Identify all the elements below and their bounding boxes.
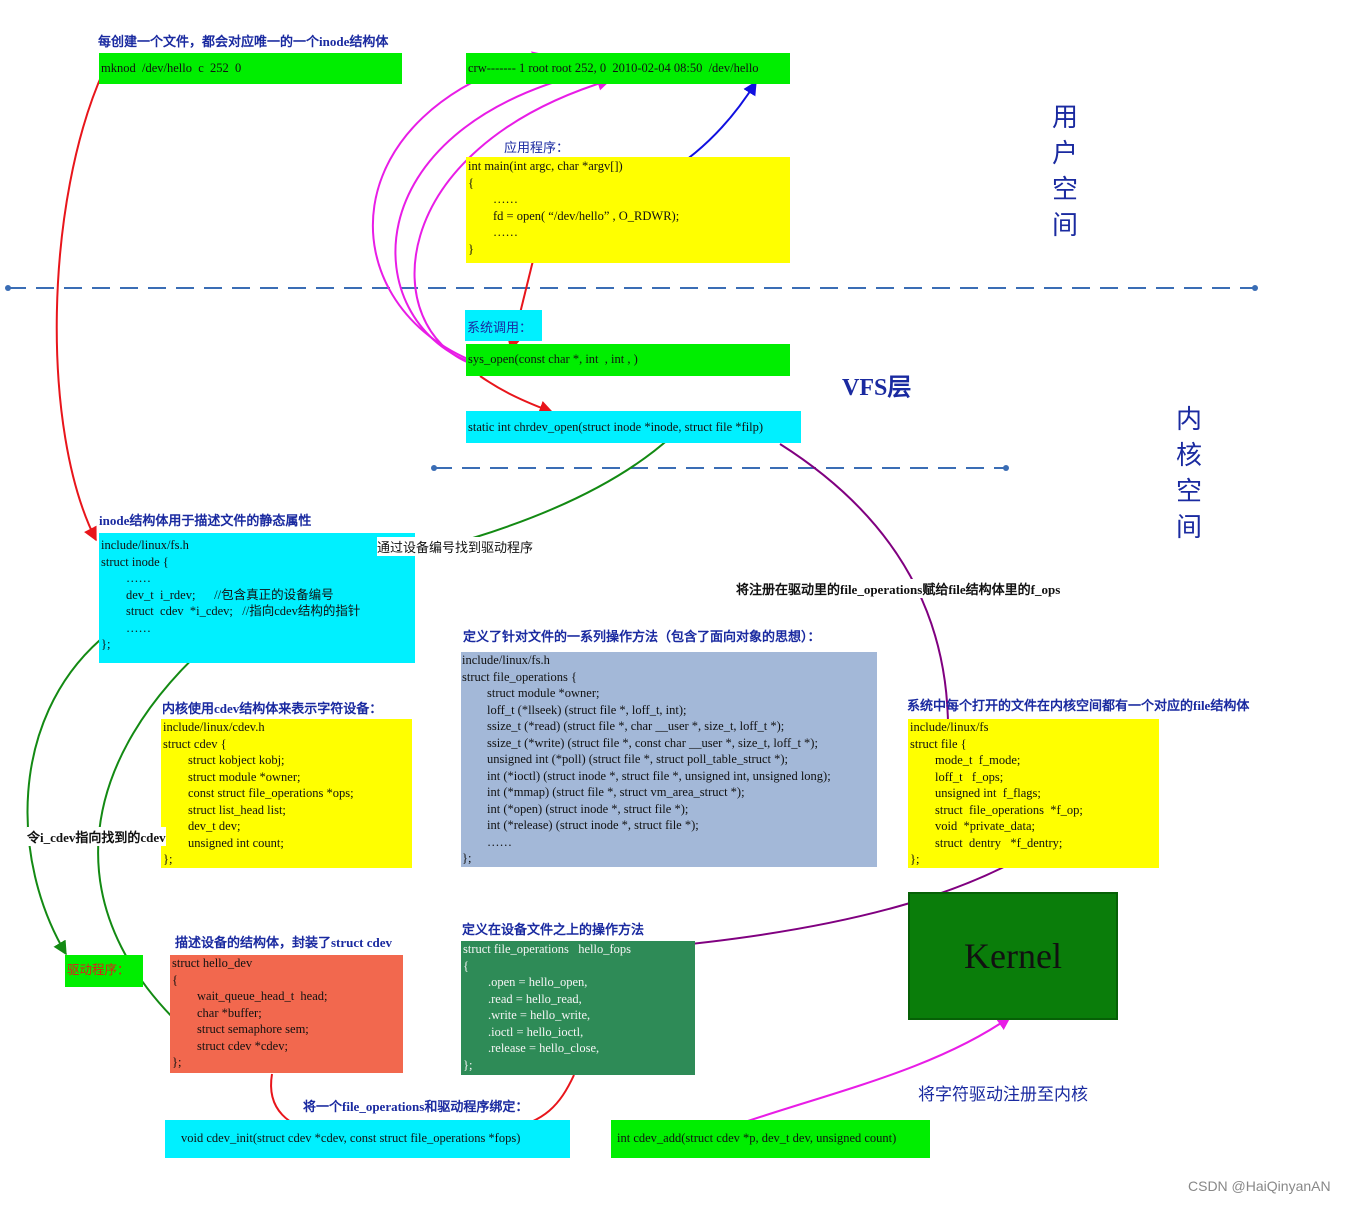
syscall-label-box: [465, 310, 542, 341]
app-caption: 应用程序：: [504, 140, 570, 155]
point-cdev-note: 令i_cdev指向找到的cdev: [27, 827, 166, 846]
inode-caption: inode结构体用于描述文件的静态属性: [99, 513, 312, 528]
chrdev-open-box: static int chrdev_open(struct inode *ino…: [466, 411, 801, 443]
hello-fops-caption: 定义在设备文件之上的操作方法: [462, 922, 645, 937]
sysopen-to-ls-arrow-3: [413, 76, 612, 365]
hello-dev-caption: 描述设备的结构体，封装了struct cdev: [175, 935, 393, 950]
kernel-box: Kernel: [908, 892, 1118, 1020]
kernel-space-label: 内核空间: [1175, 405, 1202, 543]
find-driver-note: 通过设备编号找到驱动程序: [377, 537, 534, 556]
user-space-label: 用户空间: [1051, 103, 1078, 241]
mknod-caption: 每创建一个文件，都会对应唯一的一个inode结构体: [98, 34, 389, 49]
sysopen-to-ls-arrow-2: [394, 68, 592, 363]
sys-open-box: sys_open(const char *, int , int , ): [466, 344, 790, 376]
watermark: CSDN @HaiQinyanAN: [1188, 1178, 1331, 1194]
mknod-box: mknod /dev/hello c 252 0: [99, 53, 402, 84]
hello-dev-box: struct hello_dev{ wait_queue_head_t head…: [170, 955, 403, 1073]
hello-fops-box: struct file_operations hello_fops{ .open…: [461, 941, 695, 1075]
ls-output-box: crw------- 1 root root 252, 0 2010-02-04…: [466, 53, 790, 84]
assign-fops-note: 将注册在驱动里的file_operations赋给file结构体里的f_ops: [736, 579, 1061, 598]
driver-box: 驱动程序：: [65, 955, 143, 987]
chrdev-to-file-arrow: [779, 443, 956, 738]
bind-caption: 将一个file_operations和驱动程序绑定：: [303, 1099, 529, 1114]
sysopen-to-chrdev-arrow: [479, 375, 554, 415]
cdev-caption: 内核使用cdev结构体来表示字符设备：: [162, 701, 383, 716]
syscall-caption: 系统调用：: [467, 320, 533, 335]
main-code-box: int main(int argc, char *argv[]){ …… fd …: [466, 157, 790, 263]
vfs-layer-label: VFS层: [842, 375, 912, 401]
cdev-add-box: int cdev_add(struct cdev *p, dev_t dev, …: [611, 1120, 930, 1158]
mknod-to-inode-arrow: [55, 69, 105, 542]
file-caption: 系统中每个打开的文件在内核空间都有一个对应的file结构体: [907, 698, 1250, 713]
register-caption: 将字符驱动注册至内核: [918, 1085, 1088, 1104]
inode-to-driver-arrow: [26, 639, 101, 956]
sysopen-to-ls-arrow-1: [371, 51, 547, 361]
fops-caption: 定义了针对文件的一系列操作方法（包含了面向对象的思想）：: [463, 629, 821, 644]
cdev-init-box: void cdev_init(struct cdev *cdev, const …: [165, 1120, 570, 1158]
